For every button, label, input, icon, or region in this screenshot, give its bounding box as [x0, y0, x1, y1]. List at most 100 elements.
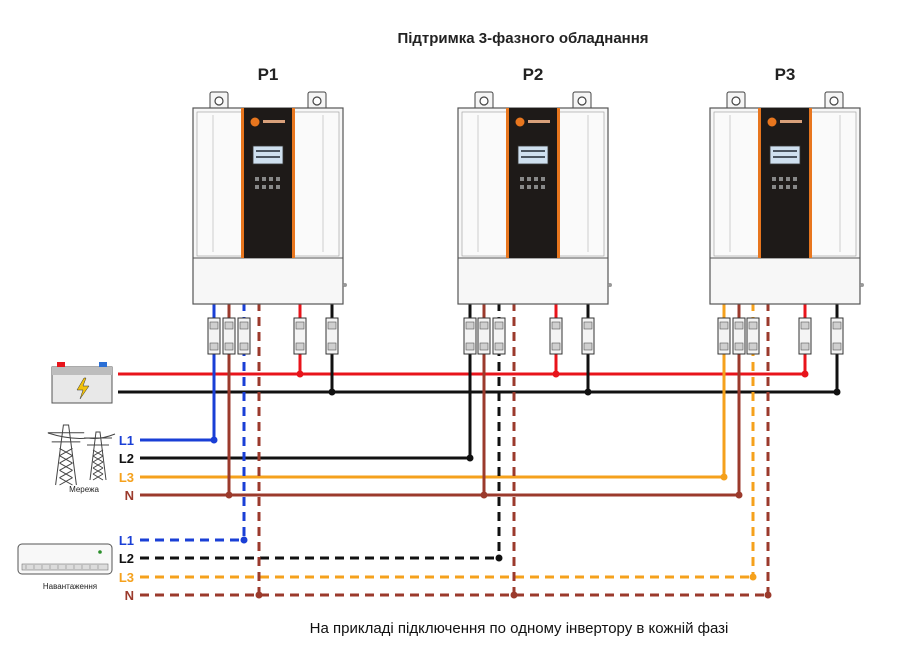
dc-breaker	[798, 317, 812, 355]
dc-breaker	[463, 317, 477, 355]
tower-lattice	[92, 467, 104, 475]
control-button	[534, 185, 538, 189]
mounting-hole	[731, 96, 741, 106]
control-button	[520, 177, 524, 181]
tower-frame	[89, 431, 107, 481]
load-line-label-n: N	[125, 588, 134, 603]
lcd-screen	[517, 145, 549, 165]
junction-dot	[801, 370, 809, 378]
tower-cable	[47, 432, 116, 439]
battery-icon	[51, 362, 113, 404]
junction-dot	[552, 370, 560, 378]
load-line-label-l2: L2	[119, 551, 134, 566]
accent-stripe	[809, 108, 812, 258]
breaker-terminal	[465, 321, 475, 330]
junction-dot	[720, 473, 728, 481]
lcd-segment	[773, 150, 797, 152]
tower-lattice	[92, 473, 104, 481]
breaker-terminal	[734, 342, 744, 351]
dc-breaker	[746, 317, 760, 355]
junction-dot	[225, 491, 233, 499]
tower-lattice	[59, 447, 73, 457]
mounting-hole	[214, 96, 224, 106]
control-button	[772, 185, 776, 189]
front-panel	[241, 108, 295, 258]
load-caption: Навантаження	[43, 582, 97, 591]
breaker-terminal	[239, 321, 249, 330]
control-button	[786, 177, 790, 181]
control-button	[527, 185, 531, 189]
dc-breaker	[207, 317, 221, 355]
brand-logo-icon	[515, 117, 525, 127]
control-button	[262, 185, 266, 189]
dc-breaker	[325, 317, 339, 355]
tower-lattice	[59, 462, 73, 471]
control-button	[786, 185, 790, 189]
junction-dot	[735, 491, 743, 499]
load-line-label-l1: L1	[119, 533, 134, 548]
grid-line-label-l2: L2	[119, 451, 134, 466]
inverter-label: P3	[775, 65, 796, 84]
tower-lattice	[59, 455, 73, 464]
junction-dot	[210, 436, 218, 444]
inverter-unit	[457, 91, 612, 305]
battery-terminal-positive	[57, 362, 65, 367]
breaker-terminal	[800, 321, 810, 330]
breaker-terminal	[295, 342, 305, 351]
accent-stripe	[557, 108, 560, 258]
control-button	[276, 177, 280, 181]
breaker-terminal	[748, 321, 758, 330]
junction-dot	[764, 591, 772, 599]
control-button	[520, 185, 524, 189]
breaker-terminal	[719, 342, 729, 351]
control-button	[527, 177, 531, 181]
battery-terminal-negative	[99, 362, 107, 367]
junction-dot	[296, 370, 304, 378]
front-panel	[758, 108, 812, 258]
breaker-terminal	[748, 342, 758, 351]
dc-breaker	[830, 317, 844, 355]
breaker-terminal	[551, 342, 561, 351]
control-button	[793, 185, 797, 189]
load-line-label-l3: L3	[119, 570, 134, 585]
dc-breaker	[492, 317, 506, 355]
front-panel	[506, 108, 560, 258]
breaker-terminal	[832, 342, 842, 351]
control-button	[779, 185, 783, 189]
lightning-icon	[76, 377, 90, 400]
brand-logo-text-icon	[780, 120, 802, 123]
tower-lattice	[92, 461, 104, 469]
mounting-hole	[312, 96, 322, 106]
tower-lattice	[92, 455, 104, 463]
inverter-label: P2	[523, 65, 544, 84]
control-button	[793, 177, 797, 181]
junction-dot	[328, 388, 336, 396]
breaker-terminal	[327, 342, 337, 351]
mounting-hole	[479, 96, 489, 106]
brand-logo-icon	[767, 117, 777, 127]
tower-frame	[55, 424, 77, 486]
battery-lid	[52, 367, 112, 375]
breaker-terminal	[800, 342, 810, 351]
accent-stripe	[506, 108, 509, 258]
lcd-screen	[252, 145, 284, 165]
breaker-terminal	[479, 342, 489, 351]
control-button	[541, 185, 545, 189]
breaker-terminal	[583, 321, 593, 330]
breaker-terminal	[734, 321, 744, 330]
dc-breaker	[477, 317, 491, 355]
breaker-terminal	[479, 321, 489, 330]
mounting-hole	[829, 96, 839, 106]
breaker-terminal	[224, 321, 234, 330]
side-screw	[608, 283, 612, 287]
junction-dot	[466, 454, 474, 462]
power-tower-icon	[47, 424, 116, 486]
breaker-terminal	[295, 321, 305, 330]
inverter-label: P1	[258, 65, 279, 84]
junction-dot	[480, 491, 488, 499]
lcd-segment	[521, 150, 545, 152]
control-button	[269, 185, 273, 189]
control-button	[269, 177, 273, 181]
control-button	[276, 185, 280, 189]
